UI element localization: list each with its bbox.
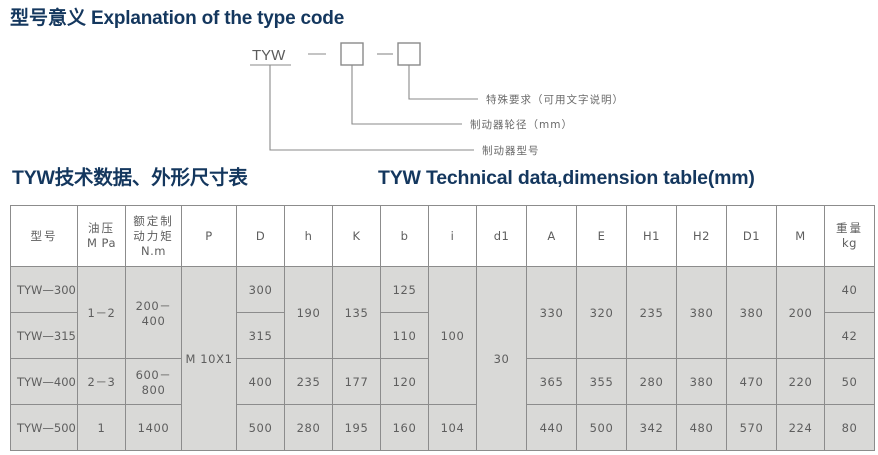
cell-k: 135 (332, 266, 381, 359)
cell-oil-pressure: 1 (77, 404, 126, 451)
col-header-b: b (380, 205, 429, 267)
table-row: TYW—500 1 1400 500 280 195 160 104 440 5… (10, 404, 875, 451)
leader-line-wheel-diameter (351, 65, 462, 125)
col-header-d1: d1 (476, 205, 527, 267)
page-title-explanation-en: Explanation of the type code (91, 8, 345, 29)
cell-a: 330 (526, 266, 577, 359)
cell-rated-torque: 200－400 (125, 266, 182, 359)
cell-oil-pressure: 1－2 (77, 266, 126, 359)
col-header-d: D (236, 205, 285, 267)
cell-d: 500 (236, 404, 285, 451)
cell-m: 224 (776, 404, 825, 451)
note-wheel-diameter: 制动器轮径（mm） (470, 118, 573, 131)
col-header-m: M (776, 205, 825, 267)
cell-big-d1: 470 (726, 358, 777, 405)
cell-d: 400 (236, 358, 285, 405)
table-row: TYW—300 1－2 200－400 M 10X1 300 190 135 1… (10, 266, 875, 451)
col-header-rated-torque: 额定制 动力矩 N.m (125, 205, 182, 267)
cell-h1: 235 (626, 266, 677, 359)
cell-d: 315 (236, 312, 285, 359)
type-code-box-2 (397, 42, 421, 66)
cell-e: 355 (576, 358, 627, 405)
col-header-i: i (428, 205, 477, 267)
note-special-requirement: 特殊要求（可用文字说明） (486, 93, 624, 106)
technical-data-table: 型号 油压 M Pa 额定制 动力矩 N.m P D h K b i d1 A … (10, 205, 875, 451)
cell-rated-torque: 1400 (125, 404, 182, 451)
cell-k: 195 (332, 404, 381, 451)
cell-model: TYW—300 (10, 266, 78, 313)
leader-line-brake-model (269, 65, 474, 151)
cell-k: 177 (332, 358, 381, 405)
col-header-h: h (284, 205, 333, 267)
cell-h: 280 (284, 404, 333, 451)
col-header-big-d1: D1 (726, 205, 777, 267)
cell-i: 100 (428, 266, 477, 405)
cell-i: 104 (428, 404, 477, 451)
page-title-explanation-cn: 型号意义 (10, 8, 87, 29)
type-code-label: TYW (252, 47, 286, 64)
cell-a: 440 (526, 404, 577, 451)
cell-big-d1: 570 (726, 404, 777, 451)
type-code-diagram: TYW 特殊要求（可用文字说明） 制动器轮径（mm） 制动器型号 (0, 34, 878, 160)
cell-d1: 30 (476, 266, 527, 451)
cell-m: 200 (776, 266, 825, 359)
col-header-h1: H1 (626, 205, 677, 267)
cell-e: 320 (576, 266, 627, 359)
cell-p: M 10X1 (181, 266, 237, 451)
type-code-box-1 (340, 42, 364, 66)
cell-a: 365 (526, 358, 577, 405)
cell-model: TYW—500 (10, 404, 78, 451)
cell-model: TYW—400 (10, 358, 78, 405)
col-header-model: 型号 (10, 205, 78, 267)
cell-h2: 380 (676, 358, 727, 405)
cell-weight: 40 (824, 266, 875, 313)
col-header-e: E (576, 205, 627, 267)
cell-d: 300 (236, 266, 285, 313)
cell-b: 125 (380, 266, 429, 313)
cell-oil-pressure: 2－3 (77, 358, 126, 405)
col-header-oil-pressure: 油压 M Pa (77, 205, 126, 267)
cell-b: 120 (380, 358, 429, 405)
cell-weight: 50 (824, 358, 875, 405)
cell-b: 110 (380, 312, 429, 359)
cell-weight: 80 (824, 404, 875, 451)
cell-b: 160 (380, 404, 429, 451)
cell-h2: 480 (676, 404, 727, 451)
table-row: TYW—315 315 110 42 (10, 312, 875, 359)
cell-h2: 380 (676, 266, 727, 359)
cell-weight: 42 (824, 312, 875, 359)
cell-h: 190 (284, 266, 333, 359)
cell-m: 220 (776, 358, 825, 405)
note-brake-model: 制动器型号 (482, 144, 540, 157)
cell-e: 500 (576, 404, 627, 451)
table-row: TYW—400 2－3 600－800 400 235 177 120 365 … (10, 358, 875, 405)
cell-rated-torque: 600－800 (125, 358, 182, 405)
table-header-row: 型号 油压 M Pa 额定制 动力矩 N.m P D h K b i d1 A … (10, 205, 875, 267)
col-header-k: K (332, 205, 381, 267)
cell-h1: 280 (626, 358, 677, 405)
col-header-p: P (181, 205, 237, 267)
col-header-h2: H2 (676, 205, 727, 267)
cell-h1: 342 (626, 404, 677, 451)
col-header-weight: 重量 kg (824, 205, 875, 267)
col-header-a: A (526, 205, 577, 267)
table-heading-en: TYW Technical data,dimension table(mm) (378, 167, 755, 189)
table-heading-cn: TYW技术数据、外形尺寸表 (12, 167, 248, 189)
cell-big-d1: 380 (726, 266, 777, 359)
cell-model: TYW—315 (10, 312, 78, 359)
leader-line-special-requirement (408, 65, 478, 100)
cell-h: 235 (284, 358, 333, 405)
